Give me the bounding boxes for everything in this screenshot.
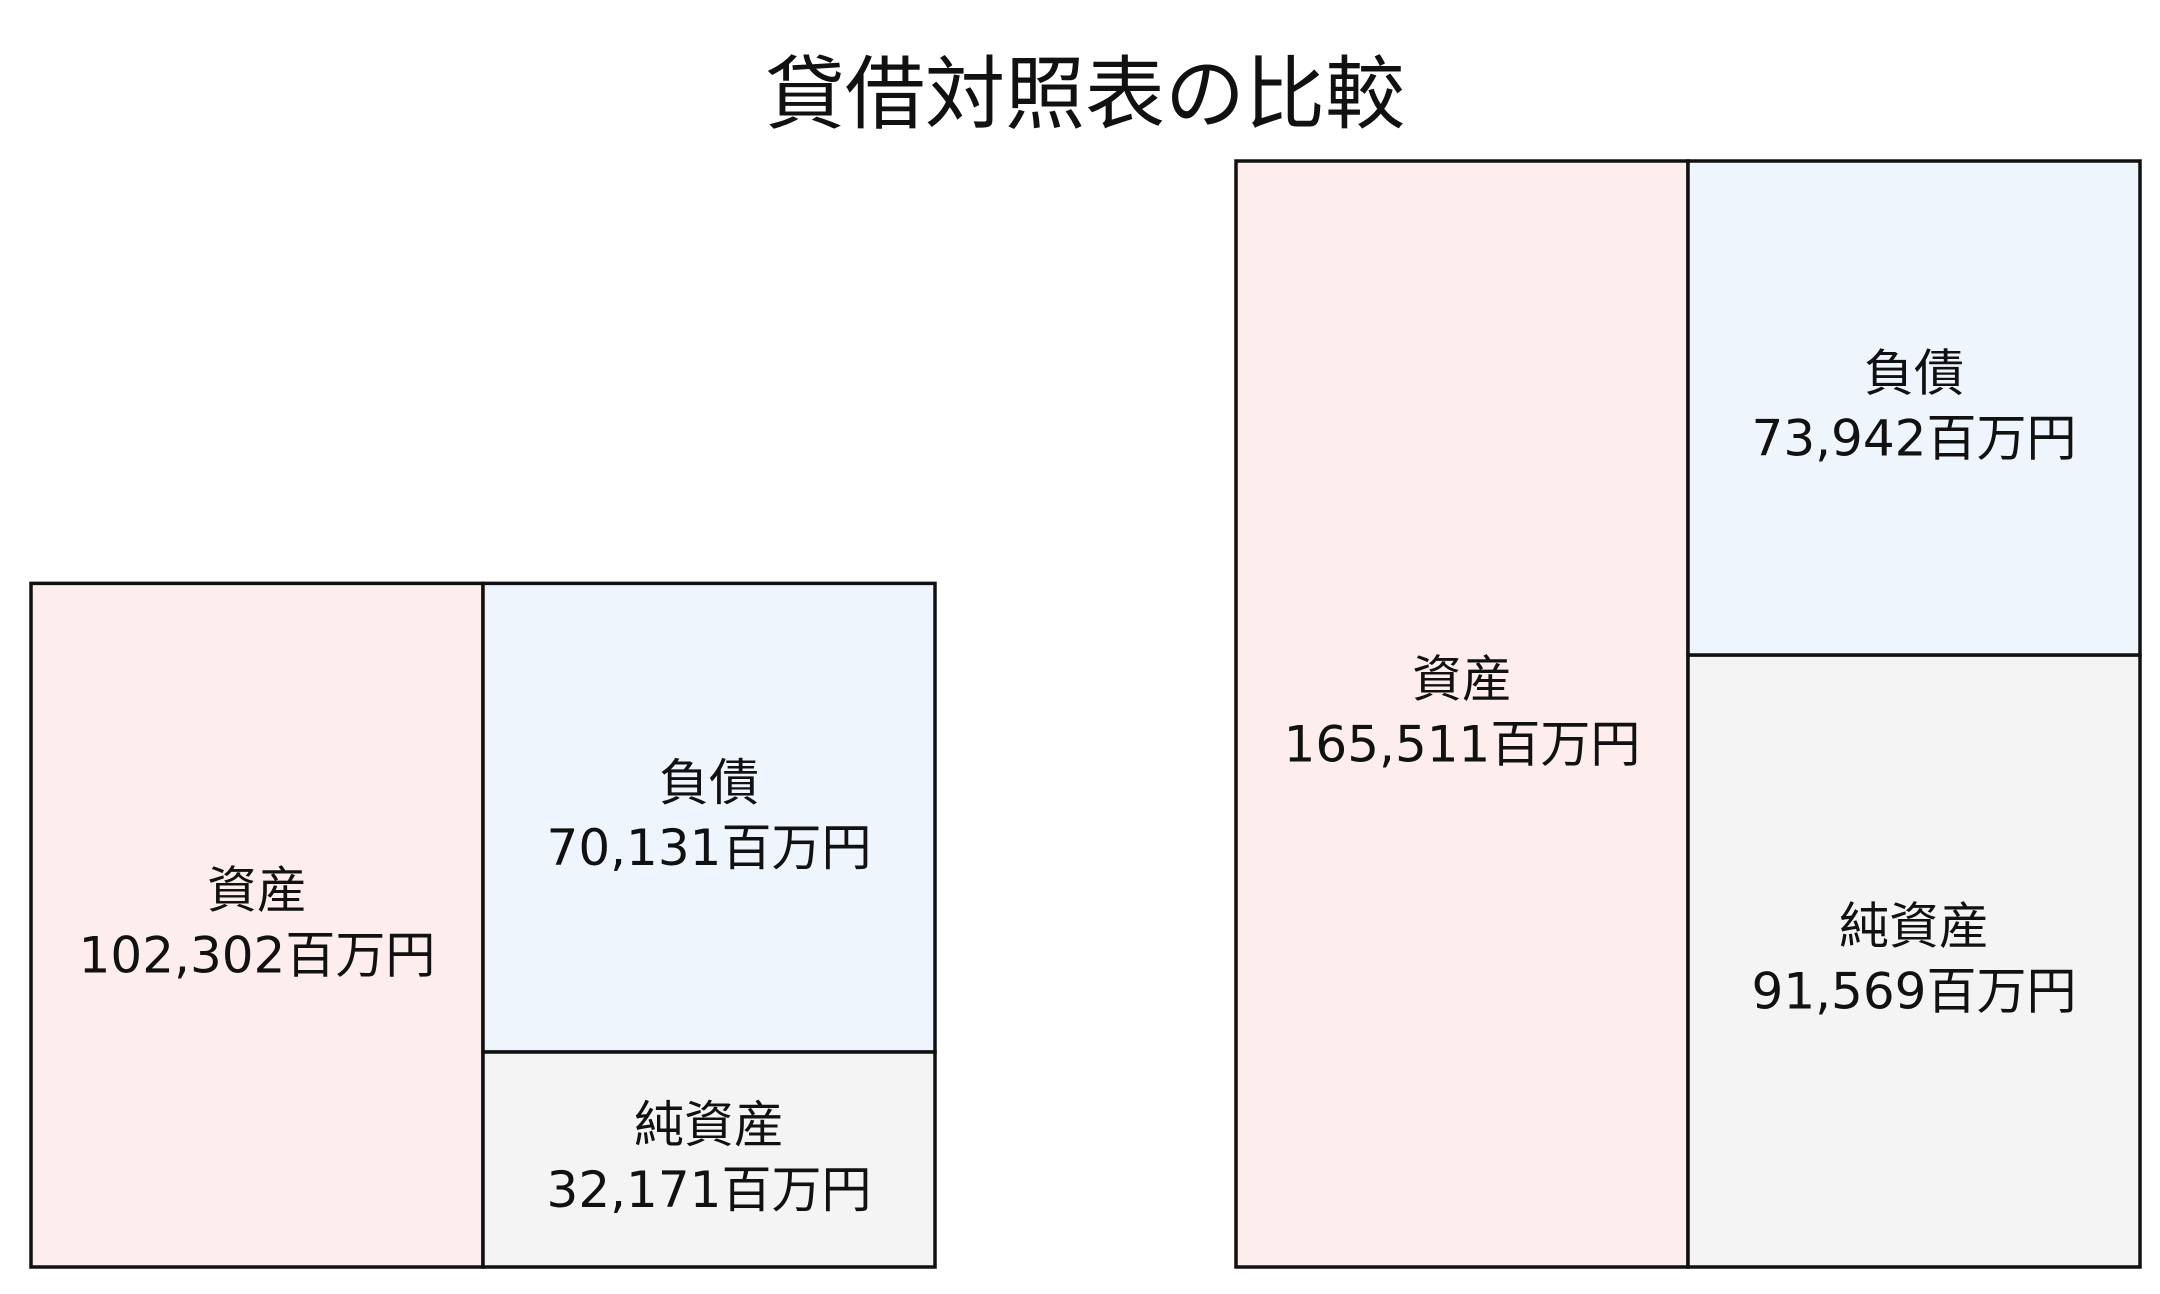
assets-box <box>29 581 485 1269</box>
liabilities-label: 負債 <box>1864 345 1964 403</box>
assets-value: 165,511百万円 <box>1284 716 1641 774</box>
liabilities-box <box>1686 159 2142 657</box>
net-assets-value: 32,171百万円 <box>547 1161 872 1219</box>
assets-label: 資産 <box>1412 651 1512 709</box>
liabilities-box <box>481 581 937 1054</box>
chart-title: 貸借対照表の比較 <box>765 48 1405 141</box>
liabilities-value: 70,131百万円 <box>547 819 872 877</box>
net-assets-label: 純資産 <box>634 1096 784 1154</box>
net-assets-value: 91,569百万円 <box>1752 963 2077 1021</box>
assets-value: 102,302百万円 <box>79 927 436 985</box>
net-assets-box <box>1686 653 2142 1269</box>
assets-box <box>1234 159 1690 1269</box>
sheets-group: 資産102,302百万円負債70,131百万円純資産32,171百万円資産165… <box>29 159 2142 1269</box>
net-assets-label: 純資産 <box>1839 898 1989 956</box>
liabilities-value: 73,942百万円 <box>1752 410 2077 468</box>
liabilities-label: 負債 <box>659 754 759 812</box>
net-assets-box <box>481 1050 937 1269</box>
assets-label: 資産 <box>207 862 307 920</box>
